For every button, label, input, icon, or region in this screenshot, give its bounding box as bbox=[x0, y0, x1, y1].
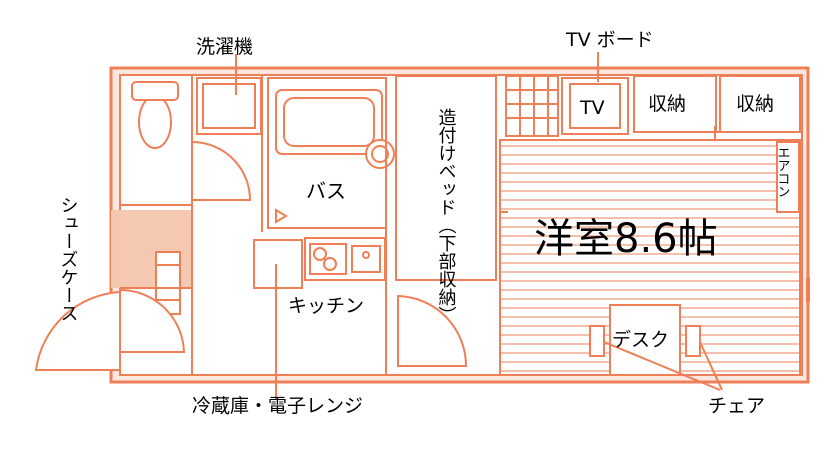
label-fridge-microwave: 冷蔵庫・電子レンジ bbox=[192, 395, 363, 417]
kitchen-sink bbox=[351, 245, 381, 273]
bath-sink bbox=[365, 139, 395, 169]
label-western-room: 洋室8.6帖 bbox=[534, 216, 718, 262]
desk bbox=[609, 304, 681, 376]
floor-boards bbox=[500, 145, 800, 372]
room-door-swing bbox=[397, 294, 468, 367]
air-conditioner bbox=[776, 141, 800, 213]
chair-left bbox=[589, 325, 605, 357]
toilet-tank bbox=[131, 81, 179, 101]
tv-set bbox=[569, 83, 621, 129]
label-kitchen: キッチン bbox=[288, 295, 364, 317]
label-built-in-bed: 造付けベッド（下部収納） bbox=[436, 108, 457, 324]
built-in-bed bbox=[395, 75, 497, 281]
label-washing-machine: 洗濯機 bbox=[196, 36, 253, 58]
loft-ladder bbox=[505, 75, 559, 137]
label-storage-2: 収納 bbox=[736, 93, 774, 115]
label-tv: TV bbox=[579, 97, 605, 119]
fridge-microwave-space bbox=[253, 239, 303, 289]
toilet-door-swing bbox=[191, 140, 252, 201]
label-chair: チェア bbox=[708, 395, 765, 417]
bathtub bbox=[275, 89, 383, 155]
storage-closet-2 bbox=[719, 75, 801, 133]
label-bath: バス bbox=[306, 179, 346, 203]
chair-right bbox=[685, 325, 701, 357]
label-tv-board: TV ボード bbox=[565, 29, 654, 51]
label-desk: デスク bbox=[612, 329, 669, 351]
stove-burner-1 bbox=[313, 247, 327, 261]
stove-burner-2 bbox=[323, 257, 337, 271]
label-shoe-case: シューズケース bbox=[58, 196, 79, 322]
label-storage-1: 収納 bbox=[648, 93, 686, 115]
entrance-door-swing bbox=[34, 290, 121, 371]
storage-closet-1 bbox=[633, 75, 717, 133]
entry-closet-door-swing bbox=[119, 288, 186, 353]
washing-machine-pad bbox=[196, 77, 262, 135]
label-aircon: エアコン bbox=[775, 146, 790, 198]
toilet-bowl bbox=[138, 95, 172, 149]
